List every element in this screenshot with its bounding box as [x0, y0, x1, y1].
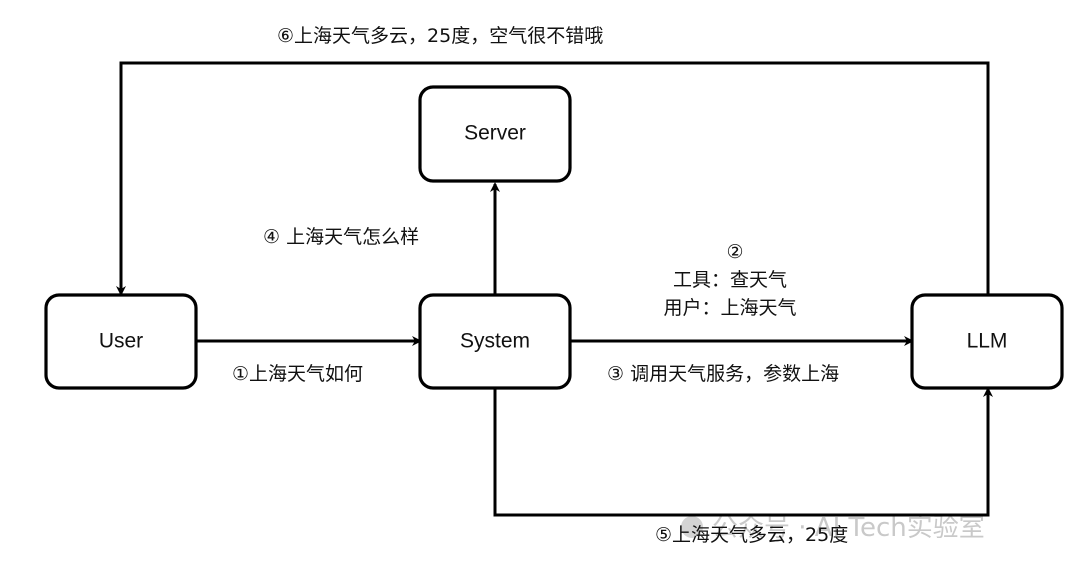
node-llm: LLM — [910, 293, 1064, 390]
node-system-label: System — [460, 330, 530, 353]
node-llm-label: LLM — [967, 330, 1008, 353]
node-user-label: User — [99, 330, 143, 353]
node-server-label: Server — [464, 122, 526, 145]
node-system: System — [418, 293, 572, 390]
edge-label-step1: ①上海天气如何 — [232, 363, 363, 385]
edge-label-step3: ③ 调用天气服务，参数上海 — [607, 363, 839, 385]
edge-label-step6: ⑥上海天气多云，25度，空气很不错哦 — [277, 25, 603, 47]
edge-label-step2-user: 用户：上海天气 — [663, 297, 796, 319]
edge-label-step4: ④ 上海天气怎么样 — [263, 226, 419, 248]
edge-system-to-llm-result — [493, 387, 993, 517]
wechat-icon — [681, 516, 703, 538]
node-user: User — [44, 293, 198, 390]
edge-label-step5: ⑤上海天气多云，25度 — [655, 524, 848, 546]
edge-label-step2-number: ② — [726, 241, 743, 263]
edge-label-step2-tool: 工具：查天气 — [673, 269, 787, 291]
watermark-text: 公众号 · AI Tech实验室 — [712, 513, 985, 543]
edge-llm-to-user — [116, 61, 990, 296]
node-server: Server — [418, 85, 572, 183]
watermark: 公众号 · AI Tech实验室 — [681, 513, 985, 543]
